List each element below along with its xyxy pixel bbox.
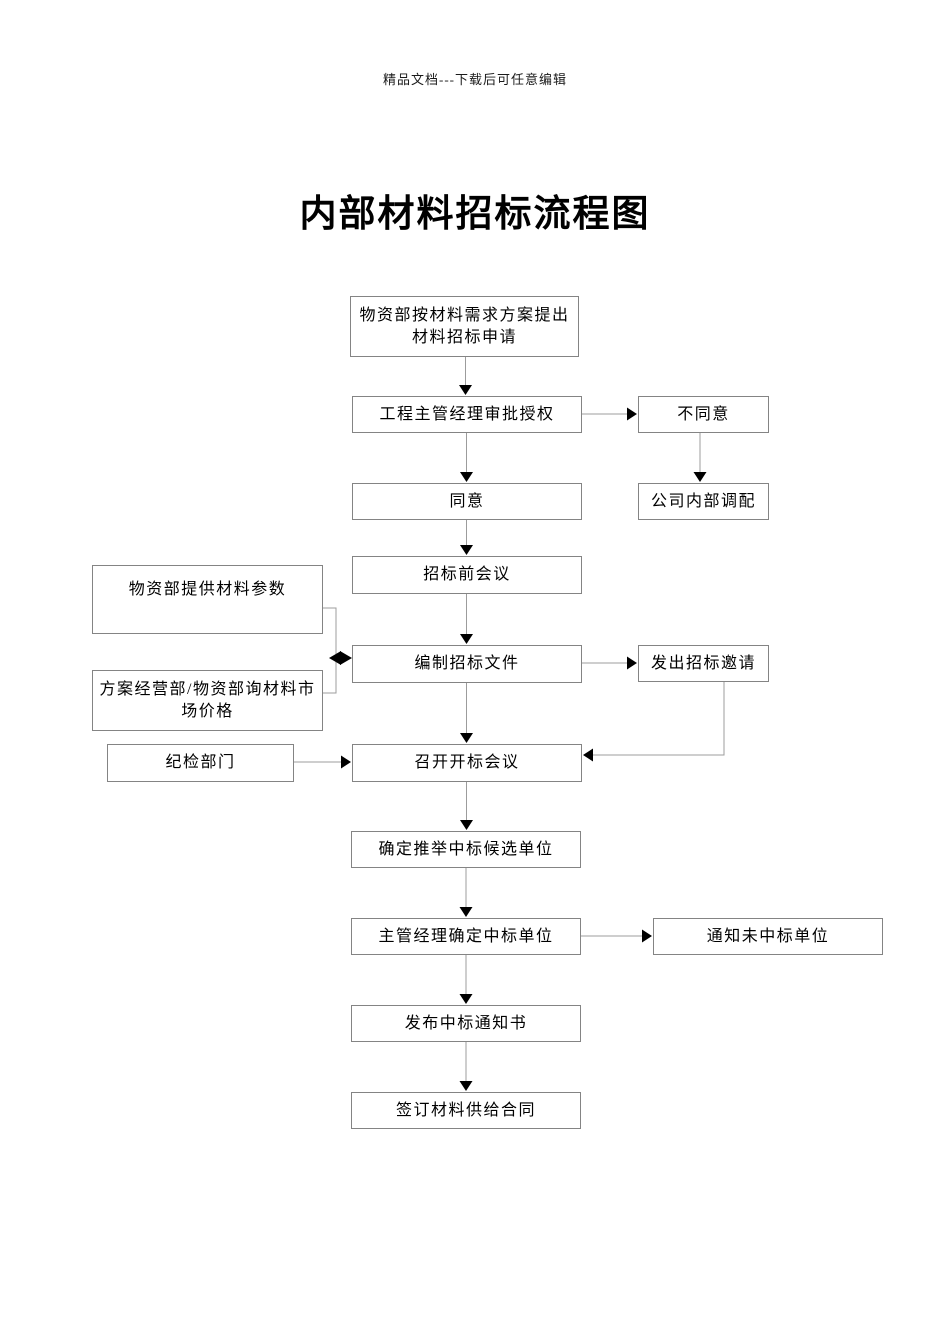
node-notify-losers: 通知未中标单位	[653, 918, 883, 955]
arrow-invite-to-openmeeting	[583, 682, 725, 762]
arrow-agree-to-premeeting	[460, 520, 473, 555]
node-internal-allocation: 公司内部调配	[638, 483, 769, 520]
arrow-disagree-to-allocation	[693, 433, 707, 482]
node-market-price-inquiry: 方案经营部/物资部询材料市 场价格	[92, 670, 323, 731]
header-note: 精品文档---下载后可任意编辑	[383, 72, 567, 87]
arrow-request-to-approval	[459, 357, 472, 395]
connector-params-price-to-draft	[323, 607, 352, 694]
node-material-params: 物资部提供材料参数	[92, 565, 323, 634]
arrow-approval-to-disagree	[582, 407, 637, 421]
arrow-draft-to-invite	[582, 656, 637, 670]
node-confirm-winner: 主管经理确定中标单位	[351, 918, 581, 955]
arrow-discipline-to-openmeeting	[294, 755, 351, 769]
arrow-draft-to-openmeeting	[460, 683, 473, 743]
arrow-openmeeting-to-candidates	[460, 782, 473, 830]
node-issue-award-notice: 发布中标通知书	[351, 1005, 581, 1042]
node-sign-supply-contract: 签订材料供给合同	[351, 1092, 581, 1129]
arrow-confirm-to-notifylost	[581, 929, 652, 943]
node-material-request: 物资部按材料需求方案提出 材料招标申请	[350, 296, 579, 357]
arrow-candidates-to-confirm	[459, 868, 473, 917]
node-agree: 同意	[352, 483, 582, 520]
page-title: 内部材料招标流程图	[299, 193, 651, 234]
arrow-premeeting-to-draft	[460, 594, 473, 644]
arrow-confirm-to-announce	[459, 955, 473, 1004]
node-discipline-dept: 纪检部门	[107, 744, 294, 782]
node-send-bid-invitation: 发出招标邀请	[638, 645, 769, 682]
node-select-candidates: 确定推举中标候选单位	[351, 831, 581, 868]
arrow-announce-to-sign	[459, 1042, 473, 1091]
node-pre-bid-meeting: 招标前会议	[352, 556, 582, 594]
node-manager-approval: 工程主管经理审批授权	[352, 396, 582, 433]
node-draft-bid-docs: 编制招标文件	[352, 645, 582, 683]
node-bid-opening-meeting: 召开开标会议	[352, 744, 582, 782]
node-disagree: 不同意	[638, 396, 769, 433]
arrow-approval-to-agree	[460, 433, 473, 482]
